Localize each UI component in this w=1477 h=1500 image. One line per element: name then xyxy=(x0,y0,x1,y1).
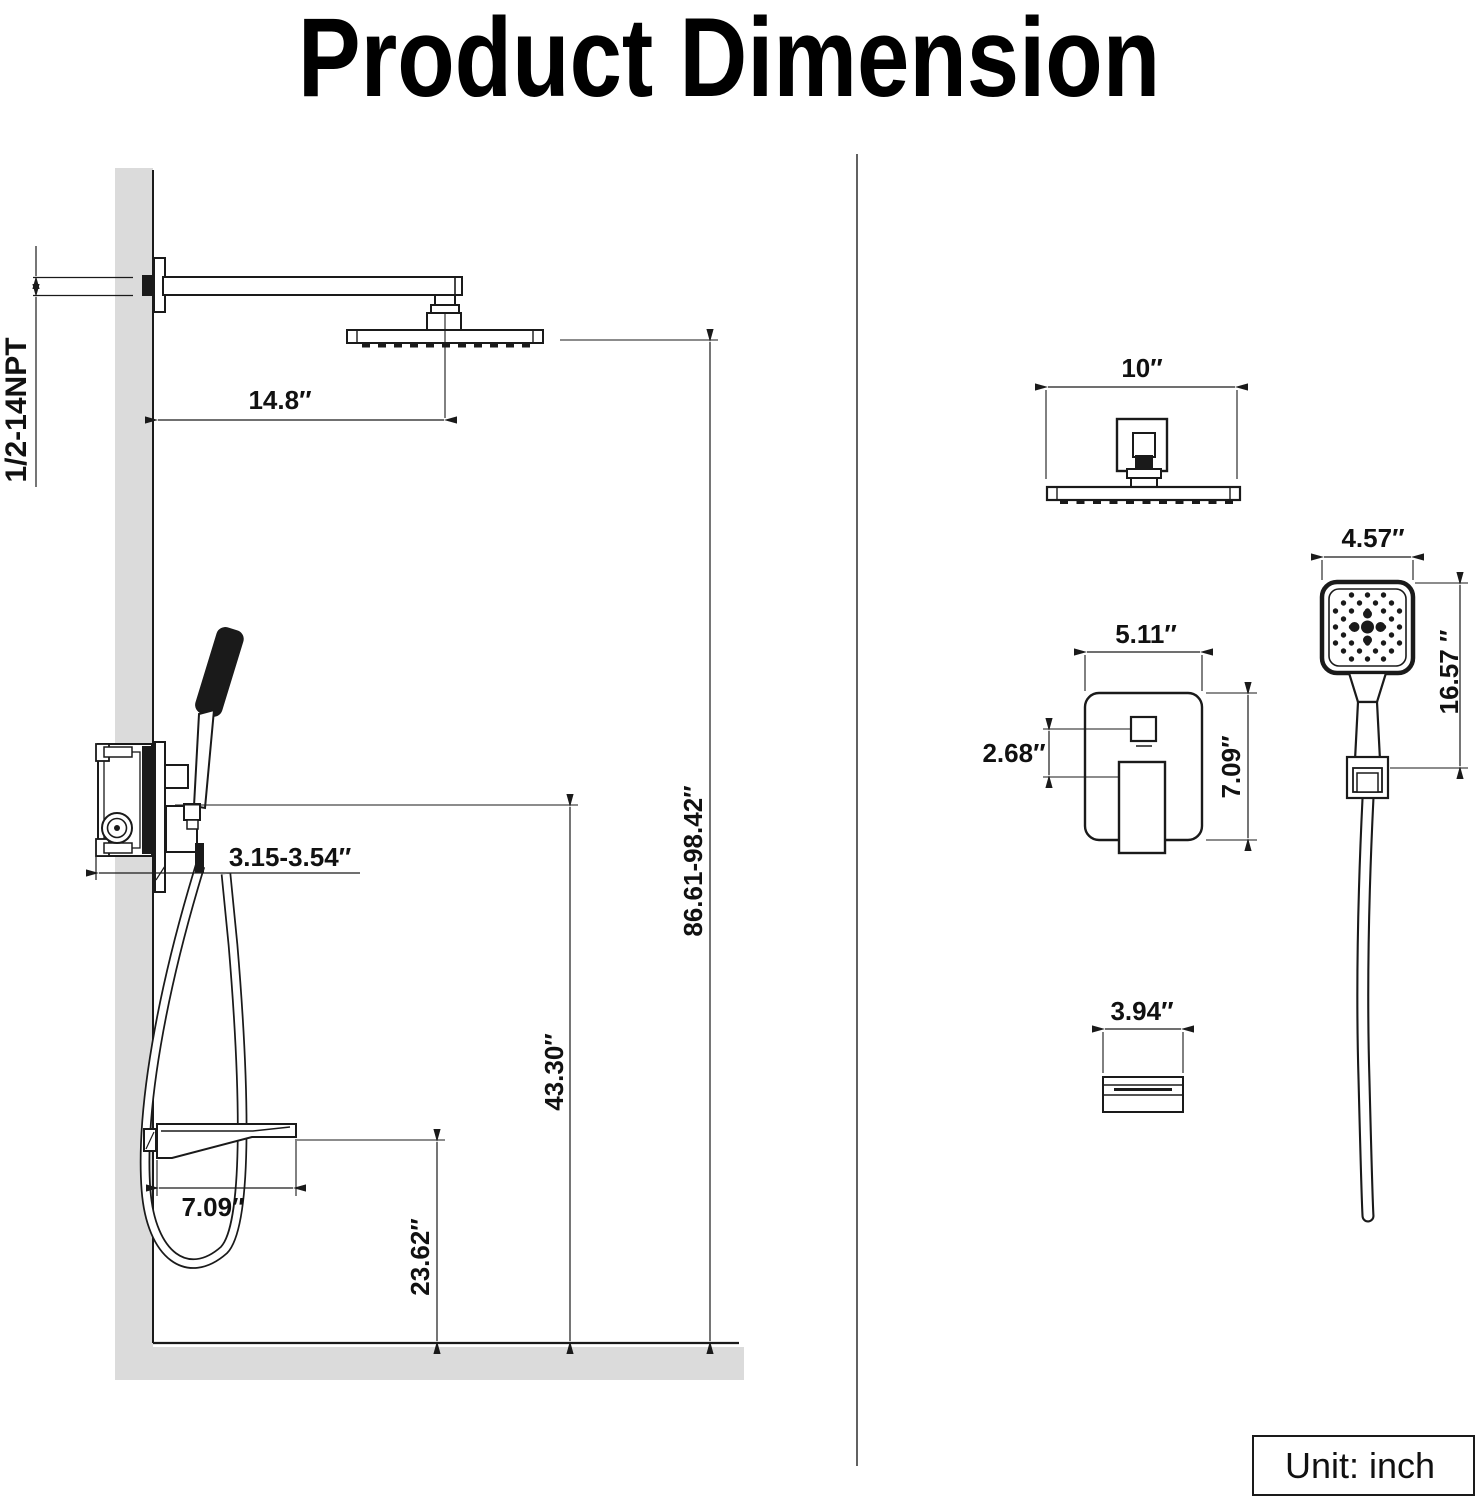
floor xyxy=(115,1347,744,1380)
dim-thread-spec: 1/2-14NPT xyxy=(0,246,133,487)
page-title: Product Dimension xyxy=(298,0,1160,120)
unit-box: Unit: inch xyxy=(1252,1435,1475,1496)
head-nozzle-ticks-front xyxy=(1060,500,1233,504)
spout-opening-slot xyxy=(1114,1088,1172,1091)
hose-connector-side xyxy=(195,843,204,873)
head-plate-front xyxy=(1045,485,1242,502)
spout-width-label: 3.94″ xyxy=(1110,996,1173,1026)
valve-handle xyxy=(1117,760,1167,855)
holder-bracket-side xyxy=(183,803,201,821)
shower-arm xyxy=(162,276,463,296)
dim-button-offset: 2.68″ xyxy=(982,718,1131,788)
diverter-button xyxy=(1129,715,1158,743)
shower-head-width-label: 10″ xyxy=(1121,353,1162,383)
arm-length-label: 14.8″ xyxy=(248,385,311,415)
component-front-views: 10″ 5.11″ 2.68″ xyxy=(982,353,1468,1223)
valve-trim-plate-side xyxy=(154,741,166,893)
hand-shower-in-holder-side xyxy=(183,627,244,873)
dim-valve-plate-height: 7.09″ xyxy=(1206,682,1257,851)
hand-shower-hose-side xyxy=(139,864,248,1269)
button-offset-label: 2.68″ xyxy=(982,738,1045,768)
dim-arm-length: 14.8″ xyxy=(145,385,457,424)
unit-label: Unit: inch xyxy=(1285,1445,1435,1486)
dim-spout-reach: 7.09″ xyxy=(146,1139,306,1222)
tub-spout-front: 3.94″ xyxy=(1092,996,1194,1113)
rain-shower-head-side xyxy=(346,294,544,418)
valve-width-label: 5.11″ xyxy=(1115,619,1177,649)
hand-shower-length-label: 16.57 ″ xyxy=(1434,630,1464,715)
dim-hand-shower-length: 16.57 ″ xyxy=(1390,572,1468,779)
dim-rough-in-depth: 3.15-3.54″ xyxy=(86,842,360,881)
rain-shower-head-front: 10″ xyxy=(1035,353,1248,504)
spout-height-label: 23.62″ xyxy=(405,1218,435,1296)
thread-spec-label: 1/2-14NPT xyxy=(0,337,33,482)
spout-reach-label: 7.09″ xyxy=(181,1192,244,1222)
hand-shower-handle-side xyxy=(192,708,216,810)
hand-shower-neck xyxy=(1347,671,1388,704)
hand-shower-front: 4.57″ 16.57 ″ xyxy=(1311,523,1468,1223)
valve-trim-front: 5.11″ 2.68″ 7.09″ xyxy=(982,619,1257,855)
hand-shower-width-label: 4.57″ xyxy=(1341,523,1404,553)
hand-shower-handle xyxy=(1353,700,1382,762)
hand-shower-hose-front xyxy=(1356,791,1375,1223)
spout-body xyxy=(156,1123,297,1159)
hand-shower-head-side xyxy=(195,627,244,717)
installation-side-view: 1/2-14NPT 14.8″ 3.15-3.54″ 7.09″ 23.62″ xyxy=(0,168,744,1380)
valve-height-label: 43.30″ xyxy=(539,1033,569,1111)
head-nozzle-ticks xyxy=(362,344,530,348)
dim-valve-height: 43.30″ xyxy=(539,794,574,1354)
hand-shower-spray-dots xyxy=(1332,592,1403,662)
dim-head-height-range: 86.61-98.42″ xyxy=(678,329,714,1354)
tub-spout-side xyxy=(143,1123,297,1159)
rough-in-depth-label: 3.15-3.54″ xyxy=(229,842,351,872)
head-height-label: 86.61-98.42″ xyxy=(678,785,708,936)
shower-arm-side xyxy=(142,257,463,313)
arm-wall-connector xyxy=(142,275,154,296)
valve-height-label-front: 7.09″ xyxy=(1216,735,1246,798)
diverter-button-side xyxy=(164,764,189,789)
dim-spout-height: 23.62″ xyxy=(405,1129,441,1354)
